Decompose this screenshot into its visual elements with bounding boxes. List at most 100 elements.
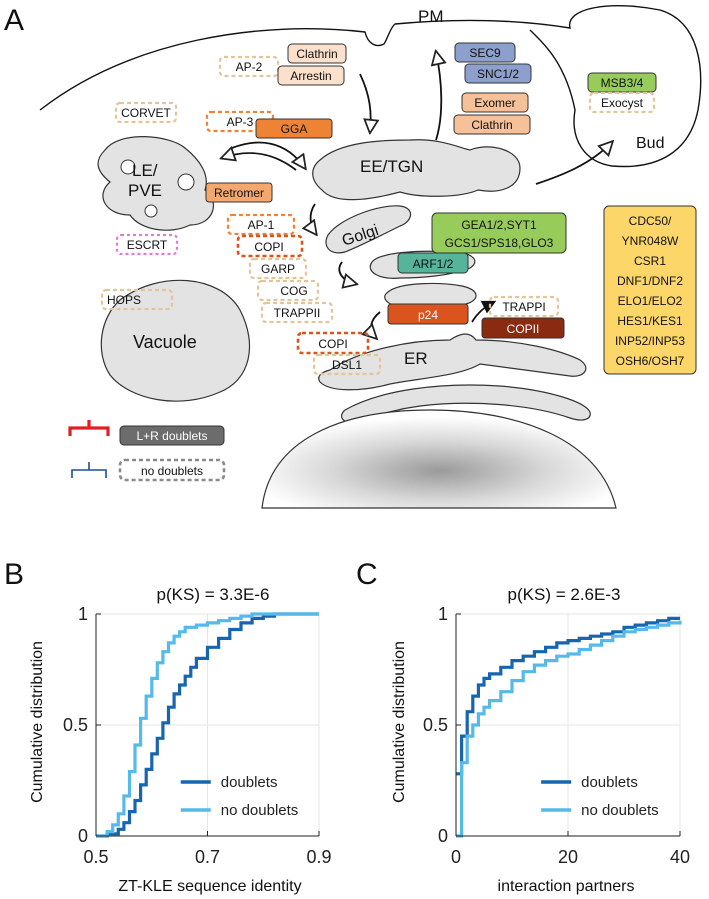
er-label: ER <box>404 349 428 368</box>
yellow-list-item: DNF1/DNF2 <box>617 274 683 288</box>
er-to-golgi-arrow <box>471 302 494 323</box>
corvet-label: CORVET <box>121 106 171 120</box>
clathrin-pm-box <box>287 43 347 64</box>
bud-arrow <box>535 142 612 185</box>
gga-box <box>255 118 333 139</box>
yellow-list-item: ELO1/ELO2 <box>618 294 683 308</box>
panel-a-letter: A <box>4 4 24 37</box>
vacuole-label: Vacuole <box>133 332 197 352</box>
cog-label: COG <box>280 284 307 298</box>
ee-tgn-compartment <box>312 139 521 201</box>
doublets-legend-box <box>119 425 225 446</box>
no-doublets-legend-label: no doublets <box>141 464 203 478</box>
yellow-list-item: OSH6/OSH7 <box>616 354 685 368</box>
yellow-list-item: CSR1 <box>634 254 666 268</box>
msb34-label: MSB3/4 <box>601 76 644 90</box>
yellow-list-item: INP52/INP53 <box>615 334 685 348</box>
chart-c-ylabel: Cumulative distribution <box>391 641 408 803</box>
panel-b-letter: B <box>4 558 24 591</box>
copi-er-label: COPI <box>318 337 347 351</box>
ap1-box <box>226 213 296 236</box>
gea-label-line2: GCS1/SPS18,GLO3 <box>445 236 554 250</box>
golgi-to-ee-arrow <box>311 203 316 234</box>
ap1-label: AP-1 <box>248 218 275 232</box>
nucleus <box>261 409 617 509</box>
cog-box <box>256 279 320 302</box>
dsl1-box <box>312 353 382 376</box>
corvet-box <box>114 101 178 124</box>
copi-er-box <box>296 331 370 355</box>
chart-c-legend-label: no doublets <box>581 802 659 819</box>
hops-label: HOPS <box>107 293 141 307</box>
ap2-box <box>218 55 280 78</box>
golgi-to-er-arrow <box>371 311 381 338</box>
er-compartment-1 <box>318 333 587 391</box>
chart-c-xlabel: interaction partners <box>498 878 635 895</box>
chart-c-legend-label: doublets <box>581 774 638 791</box>
no-doublet-domain-icon <box>71 462 107 478</box>
exomer-box <box>461 92 529 113</box>
sec9-box <box>454 42 516 63</box>
le-label: LE/ <box>132 161 158 180</box>
chart-b-series-no-doublets <box>96 612 319 838</box>
golgi-retro-arrow <box>338 261 356 284</box>
exocyst-label: Exocyst <box>601 96 644 110</box>
ap2-label: AP-2 <box>236 60 263 74</box>
pve-label: PVE <box>128 181 162 200</box>
gea-label-line1: GEA1/2,SYT1 <box>461 218 537 232</box>
yellow-list-item: CDC50/ <box>629 214 672 228</box>
chart-c-y-tick-label: 0.5 <box>423 715 448 735</box>
trappii-box <box>260 301 334 324</box>
chart-b-legend-label: no doublets <box>221 802 299 819</box>
yellow-list-item: HES1/KES1 <box>617 314 683 328</box>
escrt-label: ESCRT <box>127 238 168 252</box>
garp-label: GARP <box>261 262 295 276</box>
chart-b-y-tick-label: 1 <box>78 604 88 624</box>
hops-box <box>100 288 174 311</box>
golgi-cisterna-1 <box>325 205 412 254</box>
arrestin-label: Arrestin <box>290 69 331 83</box>
copi-golgi-label: COPI <box>254 240 283 254</box>
unlocalized-protein-list-box <box>603 205 697 375</box>
chart-b-x-tick-label: 0.5 <box>83 847 108 867</box>
panel-c-letter: C <box>356 558 378 591</box>
trappii-label: TRAPPII <box>274 306 321 320</box>
clathrin-tgn-box <box>453 114 531 135</box>
escrt-box <box>115 233 179 256</box>
ap3-label: AP-3 <box>227 115 254 129</box>
chart-b-xlabel: ZT-KLE sequence identity <box>118 878 301 895</box>
bud-label: Bud <box>636 135 664 152</box>
copii-label: COPII <box>507 322 540 336</box>
retromer-label: Retromer <box>214 186 264 200</box>
ee-to-le-arrow <box>231 141 305 168</box>
arf12-label: ARF1/2 <box>413 257 454 271</box>
snc12-label: SNC1/2 <box>477 67 519 81</box>
chart-b-x-tick-label: 0.7 <box>195 847 220 867</box>
doublets-legend-label: L+R doublets <box>136 429 207 443</box>
chart-c-x-tick-label: 40 <box>670 847 690 867</box>
snc12-box <box>464 63 532 84</box>
sec9-label: SEC9 <box>469 46 501 60</box>
chart-b-y-tick-label: 0.5 <box>63 715 88 735</box>
ee-tgn-label: EE/TGN <box>360 157 423 176</box>
chart-c-y-tick-label: 1 <box>438 604 448 624</box>
dsl1-label: DSL1 <box>332 358 362 372</box>
ap3-box <box>205 110 275 133</box>
copii-box <box>481 317 565 339</box>
chart-b-legend-label: doublets <box>221 774 278 791</box>
arf12-box <box>397 252 469 274</box>
chart-c-title: p(KS) = 2.6E-3 <box>508 585 621 604</box>
chart-b-y-tick-label: 0 <box>78 826 88 846</box>
pm-label: PM <box>418 7 444 26</box>
chart-c-series-doublets <box>456 616 680 776</box>
chart-c-y-tick-label: 0 <box>438 826 448 846</box>
panel-a-legend: L+R doublets no doublets <box>68 420 226 482</box>
chart-b-ylabel: Cumulative distribution <box>29 641 46 803</box>
panel-a: A PM Bud LE/ PVE Vacuole EE/TGN Golgi ER <box>4 4 702 509</box>
chart-b-series-doublets <box>96 612 319 838</box>
no-doublets-legend-box <box>118 458 226 482</box>
